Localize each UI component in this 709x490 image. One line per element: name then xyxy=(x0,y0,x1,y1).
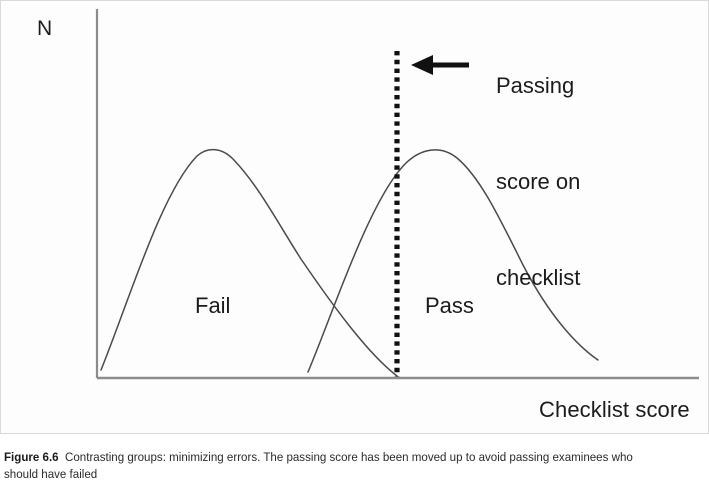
callout-arrow-icon xyxy=(411,55,469,75)
figure-caption-label: Figure 6.6 xyxy=(4,450,59,464)
callout-line-2: score on xyxy=(496,169,581,194)
callout-line-1: Passing xyxy=(496,73,575,98)
pass-distribution-curve xyxy=(307,149,599,373)
figure-caption-body: Contrasting groups: minimizing errors. T… xyxy=(4,450,633,481)
fail-distribution-curve xyxy=(100,148,398,377)
callout-line-3: checklist xyxy=(496,265,581,290)
x-axis-label: Checklist score xyxy=(539,397,690,422)
passing-score-callout: Passing score on checklist xyxy=(496,6,580,358)
figure-plot-area: N Checklist score Fail Pass Passing scor… xyxy=(0,0,709,434)
pass-region-label: Pass xyxy=(425,293,474,318)
y-axis-label: N xyxy=(37,17,53,40)
figure-caption: Figure 6.6 Contrasting groups: minimizin… xyxy=(4,449,664,482)
fail-region-label: Fail xyxy=(195,293,231,318)
plot-svg xyxy=(95,9,699,380)
